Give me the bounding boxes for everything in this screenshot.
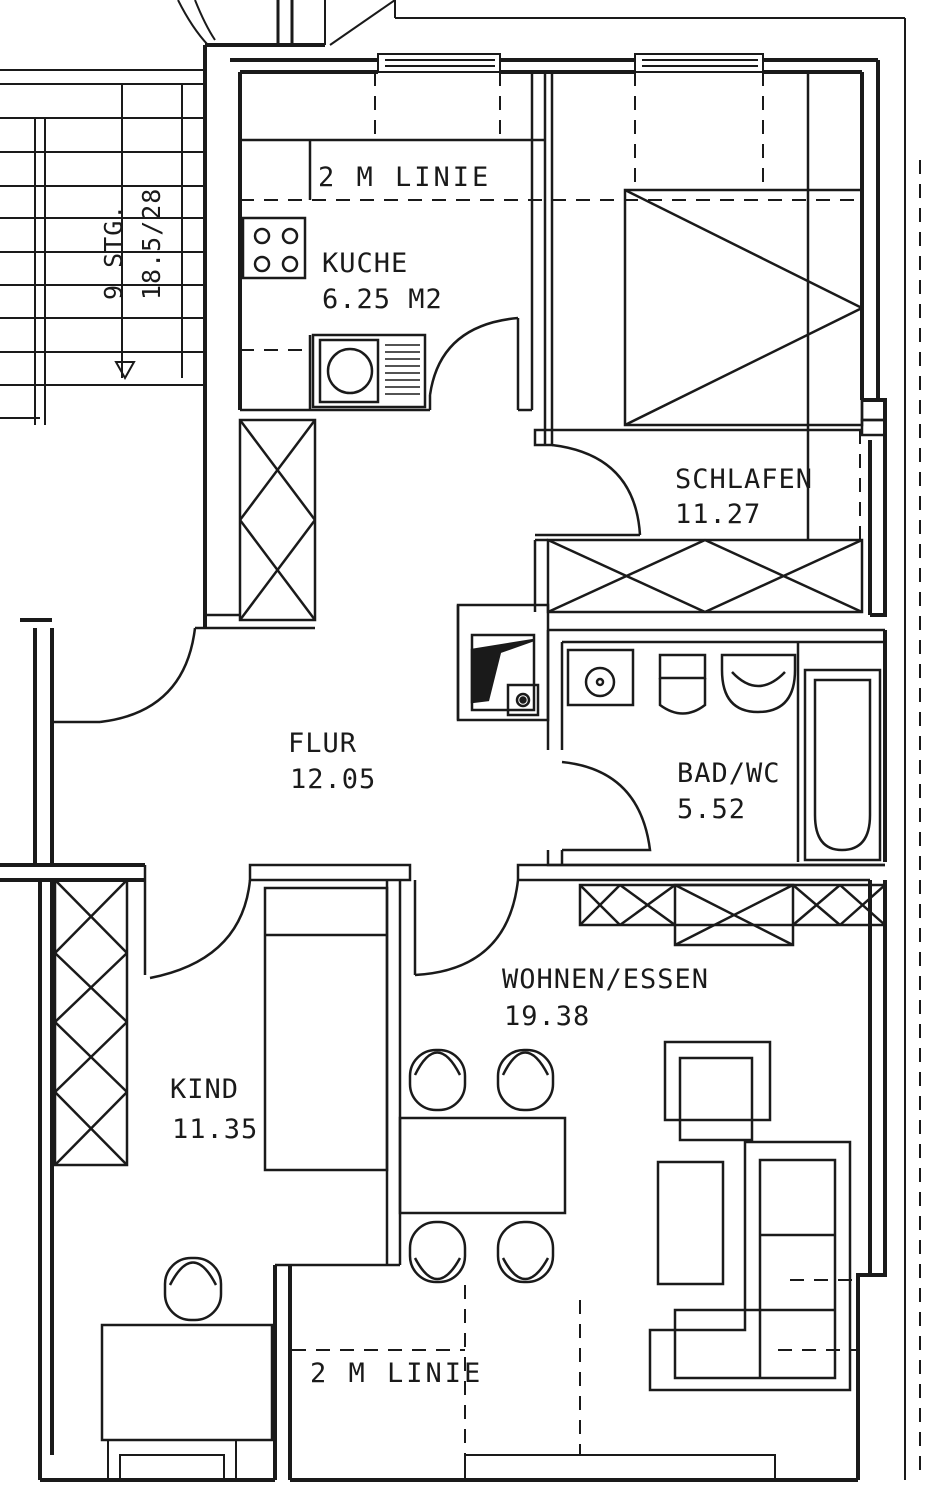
kitchen-fixtures	[205, 72, 554, 630]
room-name-wohnen: WOHNEN/ESSEN	[502, 964, 709, 995]
room-area-flur: 12.05	[290, 764, 376, 795]
room-area-kind: 11.35	[172, 1114, 258, 1145]
windows	[107, 53, 776, 1481]
room-name-kind: KIND	[170, 1074, 239, 1105]
stair-steps-label: 9 STG.	[99, 204, 128, 300]
room-area-kueche: 6.25 M2	[322, 284, 443, 315]
room-area-wohnen: 19.38	[504, 1001, 590, 1032]
note-two-meter-line-top: 2 M LINIE	[318, 162, 491, 193]
living-fixtures	[398, 863, 887, 1392]
room-area-bad: 5.52	[677, 794, 746, 825]
room-name-schlafen: SCHLAFEN	[675, 464, 813, 495]
staircase	[0, 0, 906, 1480]
room-name-bad: BAD/WC	[677, 758, 781, 789]
room-name-kueche: KUCHE	[322, 248, 408, 279]
flur-fixtures	[52, 605, 460, 724]
note-two-meter-line-bottom: 2 M LINIE	[310, 1358, 483, 1389]
kind-fixtures	[53, 863, 412, 1442]
stair-ratio-label: 18.5/28	[137, 188, 166, 300]
two-meter-lines	[240, 72, 921, 1480]
room-name-flur: FLUR	[288, 728, 357, 759]
room-area-schlafen: 11.27	[675, 499, 761, 530]
bathroom-fixtures	[456, 603, 885, 867]
bedroom-fixtures	[533, 72, 887, 614]
stair-arrow-icon	[114, 361, 136, 381]
